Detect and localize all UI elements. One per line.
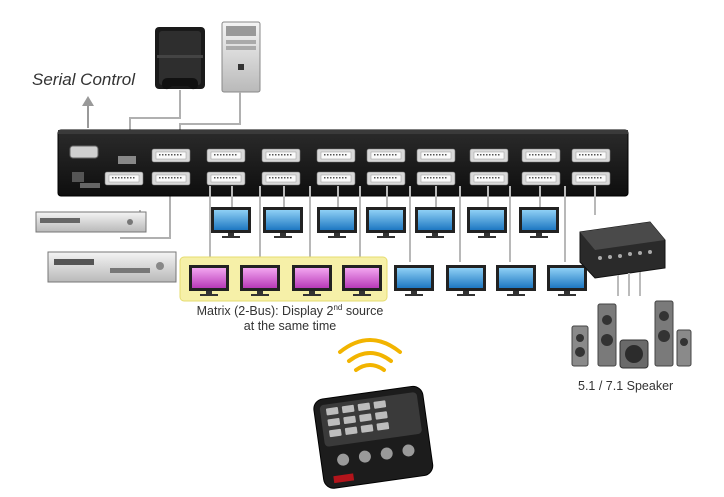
display-cables bbox=[209, 186, 596, 262]
pc-tower-icon bbox=[221, 21, 261, 93]
remote-control-icon bbox=[313, 385, 434, 489]
dvd-player-2-icon bbox=[47, 251, 177, 283]
display-row-top bbox=[211, 207, 559, 238]
game-console-icon bbox=[155, 27, 205, 90]
matrix-caption-post: source bbox=[342, 304, 384, 319]
serial-control-label: Serial Control bbox=[32, 70, 135, 89]
matrix-switch-chassis bbox=[57, 129, 629, 197]
matrix-caption-line2: at the same time bbox=[243, 319, 337, 334]
speaker-label: 5.1 / 7.1 Speaker bbox=[578, 379, 674, 393]
matrix-caption-pre: Matrix (2-Bus): Display 2 bbox=[196, 304, 334, 319]
serial-control-arrow bbox=[82, 96, 94, 128]
speaker-cables bbox=[617, 272, 641, 296]
matrix-caption-line1: Matrix (2-Bus): Display 2nd source bbox=[196, 303, 384, 319]
matrix-highlight bbox=[179, 256, 388, 302]
wireless-signal-icon bbox=[338, 338, 402, 372]
matrix-caption-sup: nd bbox=[333, 303, 343, 312]
matrix-caption: Matrix (2-Bus): Display 2nd source at th… bbox=[190, 300, 390, 334]
speaker-system-icon bbox=[571, 300, 692, 369]
av-receiver-icon bbox=[579, 221, 666, 279]
dvd-player-1-icon bbox=[35, 211, 147, 233]
